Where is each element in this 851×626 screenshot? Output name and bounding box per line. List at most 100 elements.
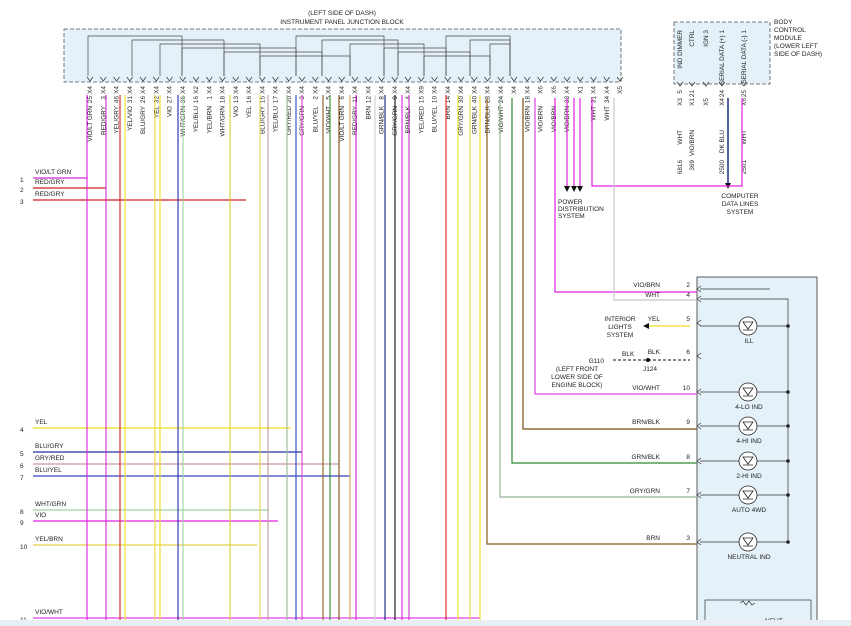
pin-chevron	[364, 76, 372, 82]
pin-number-label: 10	[432, 96, 439, 104]
cluster-chevron	[696, 422, 702, 430]
left-wire-label: BLU/YEL	[35, 467, 62, 474]
pin-number-label: 46	[114, 96, 121, 104]
pin-connector-label: X4	[273, 86, 280, 94]
pin-number-label: 25	[87, 96, 94, 104]
left-wire-number: 6	[20, 463, 24, 470]
cluster-wire-label: BRN/BLK	[632, 419, 660, 426]
bcm-label-line: SIDE OF DASH)	[774, 51, 822, 58]
pin-wire-label: VIO/WHT	[326, 106, 333, 133]
pin-connector-label: X6	[538, 86, 545, 94]
pin-chevron	[431, 76, 438, 82]
cluster-wire-label: VIO/WHT	[632, 385, 660, 392]
ground-wire-label: BLK	[622, 351, 635, 358]
pin-wire-label: VIO/WHT	[498, 106, 505, 133]
led-label: ILL	[744, 338, 753, 345]
pin-wire-label: YEL	[153, 106, 160, 119]
pin-chevron	[576, 76, 584, 82]
resistor-symbol	[739, 600, 756, 606]
pin-chevron	[232, 76, 240, 82]
left-wire-label: RED/GRY	[35, 179, 65, 186]
led-indicator	[738, 532, 758, 552]
cluster-chevron	[696, 285, 702, 293]
pin-connector-label: X5	[617, 86, 624, 94]
pin-wire-label: YEL/BRN	[206, 106, 213, 134]
pin-chevron	[616, 76, 624, 82]
bcm-connector-label: X3	[677, 98, 684, 106]
cluster-feed-wire	[554, 98, 697, 293]
cluster-chevron	[696, 457, 702, 465]
pin-chevron	[179, 76, 187, 82]
pin-connector-label: X4	[87, 86, 94, 94]
ground-location-label: ENGINE BLOCK)	[552, 382, 603, 389]
led-label: NEUTRAL IND	[727, 554, 770, 561]
pin-number-label: 13	[233, 96, 240, 104]
pin-chevron	[205, 76, 213, 82]
pin-chevron	[444, 76, 452, 82]
pin-connector-label: X2	[193, 86, 200, 94]
pin-number-label: 27	[167, 96, 174, 104]
computer-data-label: COMPUTER	[721, 193, 759, 200]
cluster-wire-label: VIO/BRN	[633, 282, 660, 289]
pin-connector-label: X4	[379, 86, 386, 94]
led-symbol	[742, 456, 754, 466]
splice-dot	[786, 324, 790, 328]
cluster-feed-wire	[486, 98, 697, 545]
pin-wire-label: WHT	[591, 106, 598, 121]
left-wire-label: VIO/LT GRN	[35, 169, 72, 176]
pin-wire-label: BLU/GRY	[140, 105, 147, 134]
pin-chevron	[417, 76, 425, 82]
pin-connector-label: X4	[604, 86, 611, 94]
pin-number-label: 26	[140, 96, 147, 104]
bcm-label-line: MODULE	[774, 35, 802, 42]
pin-connector-label: X4	[286, 86, 293, 94]
pin-chevron	[550, 76, 558, 82]
pin-number-label: 2	[312, 96, 319, 100]
cluster-pin-number: 5	[686, 316, 690, 323]
bcm-pin-label: SERIAL DATA (+) 1	[719, 30, 726, 86]
pin-connector-label: X4	[471, 86, 478, 94]
pin-number-label: 40	[471, 96, 478, 104]
cluster-wire-label: WHT	[645, 292, 660, 299]
pin-wire-label: YEL	[246, 106, 253, 119]
bcm-pin-label: SERIAL DATA (-) 1	[741, 30, 748, 84]
bcm-pin-label: CTRL	[689, 30, 696, 47]
pin-number-label: 15	[259, 96, 266, 104]
ground-splice-label: J124	[643, 366, 657, 373]
pin-connector-label: X4	[365, 86, 372, 94]
pin-chevron	[139, 76, 147, 82]
interior-lights-arrow	[643, 323, 649, 329]
junction-block-label: INSTRUMENT PANEL JUNCTION BLOCK	[280, 19, 404, 26]
pin-number-label: 1	[206, 96, 213, 100]
pin-connector-label: X4	[140, 86, 147, 94]
pin-wire-label: VIO	[167, 106, 174, 117]
pin-wire-label: VIO/LT GRN	[339, 106, 346, 142]
left-wire-label: BLU/GRY	[35, 443, 64, 450]
pin-chevron	[457, 76, 465, 82]
led-symbol	[742, 321, 754, 331]
pin-connector-label: X4	[564, 86, 571, 94]
pin-chevron	[523, 76, 531, 82]
pin-number-label: 32	[153, 96, 160, 104]
pin-wire-label: VIO/BRN	[538, 106, 545, 133]
pin-chevron	[510, 76, 518, 82]
led-indicator	[738, 382, 758, 402]
computer-data-label: DATA LINES	[722, 201, 759, 208]
pin-number-label: 23	[485, 96, 492, 104]
pin-wire-label: BLU/GRY	[259, 105, 266, 134]
pin-wire-label: BLU/YEL	[432, 106, 439, 133]
pin-wire-label: VIO	[233, 106, 240, 117]
left-wire-number: 8	[20, 509, 24, 516]
pin-connector-label: X4	[339, 86, 346, 94]
led-symbol	[742, 537, 754, 547]
pin-connector-label: X4	[127, 86, 134, 94]
viewer-bottom-strip	[0, 620, 851, 626]
pin-connector-label: X4	[352, 86, 359, 94]
pin-connector-label: X4	[233, 86, 240, 94]
bcm-chevron	[688, 81, 696, 87]
pin-chevron	[166, 76, 173, 82]
ground-location-label: LOWER SIDE OF	[551, 374, 603, 381]
bcm-wire-label: VIO/BRN	[689, 130, 696, 157]
bcm-wire-label: WHT	[741, 130, 748, 145]
cluster-pin-number: 7	[686, 488, 690, 495]
